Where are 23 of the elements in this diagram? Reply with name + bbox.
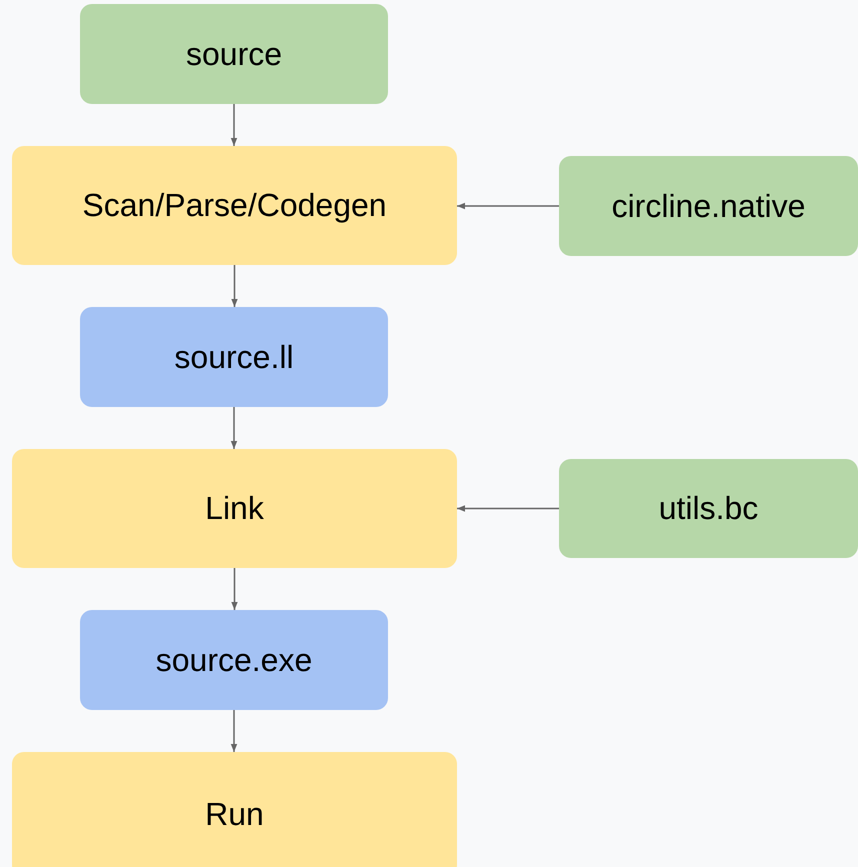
arrow [457, 505, 559, 512]
process-box [12, 752, 457, 867]
box-label: circline.native [612, 188, 806, 224]
box-label: source.ll [174, 338, 294, 376]
box-label: source [186, 36, 282, 72]
process-box [559, 156, 858, 256]
process-box [12, 449, 457, 568]
box-label: Scan/Parse/Codegen [82, 187, 387, 224]
process-box [559, 459, 858, 558]
arrow [230, 104, 238, 146]
process-box [80, 4, 388, 104]
process-box [80, 307, 388, 407]
process-box [80, 610, 388, 710]
arrow [231, 568, 238, 610]
box-label: Run [205, 796, 264, 833]
arrow [230, 407, 238, 449]
arrow [457, 202, 559, 210]
process-box [12, 146, 457, 265]
arrow [231, 265, 238, 307]
box-label: source.exe [156, 642, 312, 678]
box-label: Link [205, 490, 264, 527]
arrow [230, 710, 238, 752]
box-label: utils.bc [658, 490, 758, 527]
